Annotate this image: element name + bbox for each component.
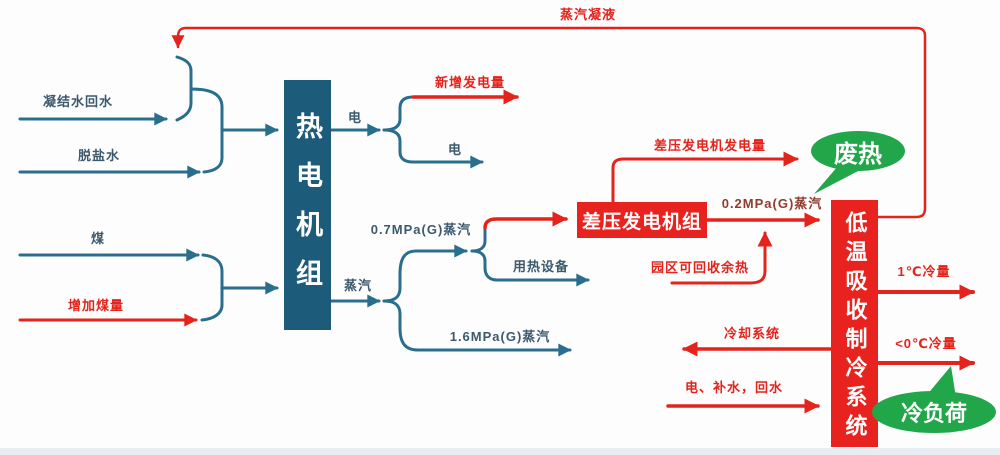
steam-split-bottom bbox=[382, 299, 420, 352]
cold-1c-label: 1℃冷量 bbox=[897, 264, 951, 279]
absorption-chiller-label: 低温吸收制冷系统 bbox=[842, 210, 868, 443]
cold-sub0-label: <0℃冷量 bbox=[895, 336, 957, 351]
park-waste-heat-label: 园区可回收余热 bbox=[650, 260, 750, 275]
heat-equipment-split bbox=[470, 249, 499, 282]
absorption-chiller-node: 低温吸收制冷系统 bbox=[831, 200, 878, 447]
added-coal-label: 增加煤量 bbox=[67, 298, 125, 313]
steam-07-riser-teal bbox=[470, 226, 487, 253]
coal-merge-bus bbox=[201, 253, 224, 307]
cooling-load-bubble: 冷负荷 bbox=[872, 391, 996, 433]
electricity-split-top bbox=[382, 95, 415, 132]
waste-heat-bubble-tail bbox=[814, 166, 862, 194]
dp-generation-label: 差压发电机发电量 bbox=[653, 138, 767, 153]
added-coal-merge-curve bbox=[200, 303, 224, 322]
demineralized-merge-curve bbox=[202, 156, 224, 174]
water-merge-bus bbox=[189, 87, 224, 159]
electricity-label: 电 bbox=[447, 142, 463, 157]
dp-generator-input-line bbox=[483, 211, 568, 230]
electricity-split-bottom bbox=[382, 128, 415, 164]
steam-label: 蒸汽 bbox=[343, 278, 373, 293]
waste-heat-bubble-label: 废热 bbox=[834, 140, 882, 168]
heat-equipment-label: 用热设备 bbox=[512, 259, 570, 274]
cooling-system-label: 冷却系统 bbox=[723, 326, 781, 341]
condensate-loop-line bbox=[171, 26, 927, 219]
cooling-load-bubble-tail bbox=[926, 366, 956, 398]
dp-generator-label: 差压发电机组 bbox=[581, 211, 702, 233]
steam-16-label: 1.6MPa(G)蒸汽 bbox=[449, 329, 551, 344]
steam-02-label: 0.2MPa(G)蒸汽 bbox=[721, 196, 823, 211]
demineralized-water-label: 脱盐水 bbox=[77, 148, 121, 163]
power-makeup-label: 电、补水，回水 bbox=[684, 380, 784, 395]
thermal-unit-label: 热电机组 bbox=[292, 112, 322, 308]
bottom-edge-strip bbox=[0, 448, 1000, 455]
waste-heat-bubble: 废热 bbox=[811, 131, 905, 171]
dp-generation-line bbox=[611, 151, 799, 204]
new-generation-label: 新增发电量 bbox=[434, 75, 506, 90]
condensate-drop-connector bbox=[175, 55, 193, 122]
coal-label: 煤 bbox=[90, 231, 106, 246]
steam-split-top bbox=[382, 249, 418, 303]
electricity-out-label: 电 bbox=[347, 110, 363, 125]
steam-07-label: 0.7MPa(G)蒸汽 bbox=[370, 222, 472, 237]
dp-generator-node: 差压发电机组 bbox=[577, 202, 707, 238]
park-waste-heat-line bbox=[670, 231, 773, 285]
thermal-unit-node: 热电机组 bbox=[284, 80, 331, 330]
condensate-loop-label: 蒸汽凝液 bbox=[559, 7, 617, 22]
cooling-load-bubble-label: 冷负荷 bbox=[900, 401, 967, 426]
condensate-return-label: 凝结水回水 bbox=[42, 94, 114, 109]
